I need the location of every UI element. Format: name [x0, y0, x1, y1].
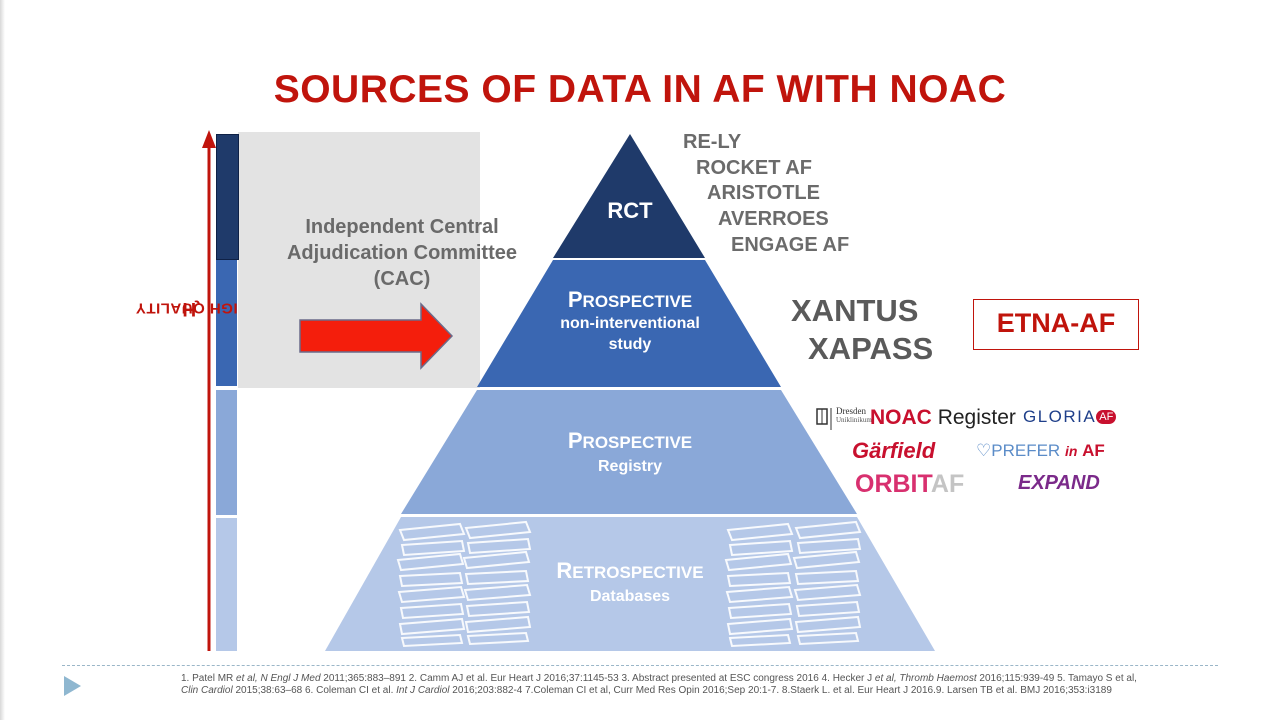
gloria-text: GLORIA	[1023, 407, 1097, 426]
quality-bar-prospective-ni	[216, 260, 237, 386]
tier-sub: Databases	[589, 588, 671, 605]
left-edge-shadow	[0, 0, 5, 720]
trial-rely: RE-LY	[683, 131, 742, 153]
orbit-af-text: AF	[930, 470, 965, 498]
quality-axis-arrowhead	[202, 130, 216, 148]
prefer-in-af-logo: ♡PREFER in AF	[976, 441, 1105, 461]
cac-line-2: Adjudication Committee	[286, 242, 517, 264]
tier-rct	[553, 134, 705, 258]
orbit-text: ORBIT	[855, 470, 931, 498]
orbit-af-logo: ORBITAF	[855, 470, 964, 499]
etna-af-box	[973, 299, 1139, 350]
ref-journal: Int J Cardiol	[396, 685, 450, 696]
tier-sub: Registry	[597, 458, 663, 475]
dresden-sub-text: Uniklinikum	[836, 416, 872, 424]
axis-label-rest: IGH QUALITY	[135, 299, 238, 317]
trial-averroes: AVERROES	[718, 208, 829, 230]
paper-stack-right	[724, 520, 862, 648]
tier-sub-1: non-interventional	[560, 315, 700, 332]
tier-label-rest: ROSPECTIVE	[582, 433, 693, 452]
prefer-af-text: AF	[1082, 441, 1105, 460]
trial-engage-af: ENGAGE AF	[731, 234, 850, 256]
ref-text: 2015;38:63–68 6. Coleman CI et al.	[232, 685, 397, 696]
gloria-af-badge: AF	[1096, 410, 1117, 424]
ref-text: 1. Patel MR	[181, 673, 237, 684]
noac-text: NOAC	[870, 406, 932, 429]
ref-text: 2011;365:883–891 2. Camm AJ et al. Eur H…	[320, 673, 875, 684]
study-xapass: XAPASS	[808, 331, 934, 366]
play-icon[interactable]	[64, 676, 81, 696]
tier-label-rct: RCT	[607, 198, 653, 223]
dresden-logo: Dresden Uniklinikum	[816, 406, 872, 430]
noac-register-logo: NOAC Register	[870, 406, 1016, 430]
heart-icon: ♡	[976, 441, 992, 460]
ref-journal: Clin Cardiol	[181, 685, 233, 696]
tier-label-rest: ETROSPECTIVE	[572, 563, 704, 582]
tier-label-prospective-ni: PROSPECTIVE non-interventional study	[520, 287, 740, 355]
tier-label-retrospective: RETROSPECTIVE Databases	[500, 560, 760, 608]
cac-line-3: (CAC)	[373, 268, 431, 290]
tier-sub-2: study	[608, 336, 652, 353]
references: 1. Patel MR et al, N Engl J Med 2011;365…	[181, 673, 1141, 697]
tier-retrospective	[325, 517, 935, 651]
paper-stack-left	[396, 520, 532, 648]
dresden-text: Dresden	[836, 406, 866, 416]
cac-line-1: Independent Central	[305, 216, 499, 238]
tier-label-initial: P	[567, 287, 583, 312]
tier-label-rest: ROSPECTIVE	[582, 292, 693, 311]
cac-label: Independent Central Adjudication Committ…	[264, 214, 540, 292]
ref-text: 2016;115:939-49 5. Tamayo S et al,	[976, 673, 1137, 684]
quality-bar-rct	[216, 134, 239, 260]
trial-aristotle: ARISTOTLE	[707, 182, 820, 204]
tier-registry	[401, 390, 857, 514]
trial-rocket-af: ROCKET AF	[696, 157, 812, 179]
tier-label-initial: P	[567, 428, 583, 453]
garfield-logo: Gärfield	[852, 438, 936, 463]
ref-text: 2016;203:882-4 7.Coleman CI et al, Curr …	[449, 685, 1112, 696]
ref-journal: et al, Thromb Haemost	[874, 673, 977, 684]
quality-bar-retrospective	[216, 518, 237, 651]
footer-divider	[62, 665, 1218, 666]
ref-journal: et al, N Engl J Med	[236, 673, 321, 684]
prefer-in-text: in	[1064, 443, 1078, 459]
cac-arrow	[299, 302, 454, 370]
quality-bar-registry	[216, 390, 237, 515]
register-text: Register	[937, 406, 1016, 429]
tier-label-registry: PROSPECTIVE Registry	[500, 430, 760, 478]
expand-logo: EXPAND	[1018, 472, 1100, 494]
dresden-crest-icon	[816, 408, 832, 430]
slide-title: SOURCES OF DATA IN AF WITH NOAC	[273, 68, 1007, 111]
study-xantus: XANTUS	[791, 293, 919, 328]
tier-label-initial: R	[556, 558, 573, 583]
prefer-text: PREFER	[991, 441, 1061, 460]
etna-af-label: ETNA-AF	[996, 308, 1116, 338]
tier-prospective-ni	[477, 260, 781, 387]
